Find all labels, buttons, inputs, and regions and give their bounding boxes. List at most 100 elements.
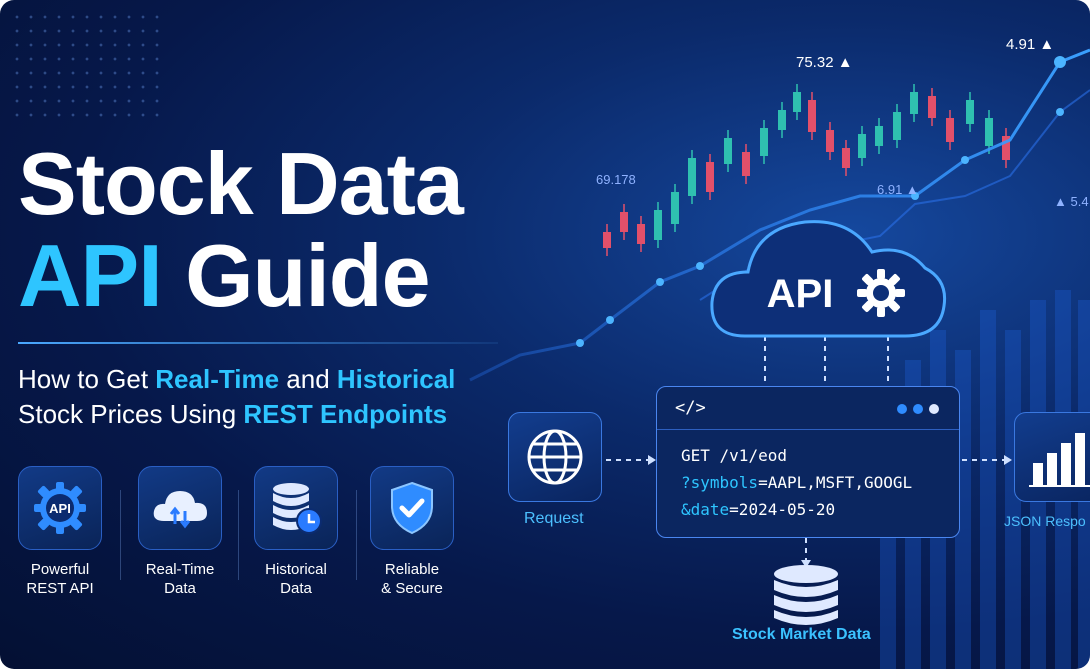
database-icon: [774, 565, 838, 625]
subtitle-line-2: Stock Prices Using REST Endpoints: [18, 397, 447, 431]
candle-body: [928, 96, 936, 118]
title-accent: API: [18, 226, 163, 325]
candle-body: [826, 130, 834, 152]
code-tag: </>: [675, 398, 706, 418]
db-label: Stock Market Data: [732, 626, 871, 643]
code-param-value: =AAPL,MSFT,GOOGL: [758, 473, 913, 492]
bar-chart-icon: [1029, 433, 1090, 487]
code-path: /v1/eod: [709, 446, 787, 465]
title-line-2: API Guide: [18, 232, 431, 320]
feature-label-line: Powerful: [30, 561, 90, 578]
ticker-value: 69.178: [596, 172, 636, 187]
candle-body: [724, 138, 732, 164]
ticker-value: 4.91 ▲: [1006, 36, 1055, 53]
gear-icon: [857, 269, 905, 317]
subtitle-highlight: Historical: [336, 364, 456, 394]
code-param-key: ?symbols: [681, 473, 759, 492]
svg-text:API: API: [49, 501, 71, 516]
candle-body: [793, 92, 801, 112]
candle-body: [620, 212, 628, 232]
request-box: [508, 412, 602, 502]
title-line-1: Stock Data: [18, 134, 464, 233]
subtitle-highlight: Real-Time: [155, 364, 280, 394]
feature-secure: Reliable & Secure: [360, 466, 464, 598]
candle-body: [858, 134, 866, 158]
code-param-key: &date: [681, 500, 730, 519]
candle-body: [875, 126, 883, 146]
feature-label: Reliable & Secure: [360, 560, 464, 598]
window-dot: [929, 404, 939, 414]
code-panel-header: </>: [657, 387, 959, 430]
feature-divider: [238, 490, 239, 580]
feature-divider: [120, 490, 121, 580]
cloud-label: API: [767, 272, 834, 316]
database-clock-icon: [273, 483, 322, 534]
title-rest: Guide: [185, 226, 430, 325]
title-divider: [18, 342, 498, 344]
api-gear-icon: API: [34, 482, 86, 534]
candle-body: [966, 100, 974, 124]
candle-body: [910, 92, 918, 114]
feature-label-line: Real-Time: [145, 561, 215, 578]
candle-body: [671, 192, 679, 224]
ticker-value: 6.91 ▲: [877, 182, 919, 197]
candle-body: [654, 210, 662, 240]
candle-body: [760, 128, 768, 156]
feature-label-line: Historical: [265, 561, 327, 578]
feature-label-line: & Secure: [381, 580, 443, 597]
response-label: JSON Respo: [1004, 513, 1086, 529]
candle-body: [637, 224, 645, 244]
subtitle-text: Stock Prices Using: [18, 399, 244, 429]
api-cloud: [710, 220, 947, 338]
feature-label-line: Reliable: [384, 561, 440, 578]
request-label: Request: [524, 510, 584, 527]
trend-line-upper: [469, 48, 1090, 382]
window-dot: [897, 404, 907, 414]
candle-body: [893, 112, 901, 140]
candle-body: [603, 232, 611, 248]
candle-body: [688, 158, 696, 196]
ticker-value: 75.32 ▲: [796, 54, 853, 71]
feature-tile: API: [18, 466, 102, 550]
subtitle-text: and: [279, 364, 337, 394]
candle-body: [842, 148, 850, 168]
candle-body: [808, 100, 816, 132]
subtitle-line-1: How to Get Real-Time and Historical: [18, 362, 455, 396]
dot-grid-decoration: [10, 10, 160, 120]
globe-icon: [527, 429, 583, 485]
subtitle-text: How to Get: [18, 364, 156, 394]
cloud-sync-icon: [153, 491, 207, 529]
feature-tile: [254, 466, 338, 550]
feature-label-line: Data: [280, 580, 312, 597]
window-dot: [913, 404, 923, 414]
trend-points: [576, 56, 1066, 347]
candle-body: [1002, 136, 1010, 160]
background-bar: [980, 310, 996, 669]
candle-body: [946, 118, 954, 142]
code-panel: </> GET /v1/eod ?symbols=AAPL,MSFT,GOOGL…: [656, 386, 960, 538]
ticker-value: ▲ 5.4: [1054, 194, 1089, 209]
response-box: [1014, 412, 1090, 502]
candle-body: [742, 152, 750, 176]
code-verb: GET: [681, 446, 710, 465]
candle-body: [706, 162, 714, 192]
feature-label-line: REST API: [26, 580, 94, 597]
subtitle-highlight: REST Endpoints: [243, 399, 448, 429]
feature-tile: [370, 466, 454, 550]
feature-label-line: Data: [164, 580, 196, 597]
code-body: GET /v1/eod ?symbols=AAPL,MSFT,GOOGL &da…: [681, 442, 912, 523]
feature-tile: [138, 466, 222, 550]
candle-body: [985, 118, 993, 146]
candle-body: [778, 110, 786, 130]
shield-check-icon: [391, 481, 433, 535]
feature-divider: [356, 490, 357, 580]
code-param-value: =2024-05-20: [729, 500, 836, 519]
